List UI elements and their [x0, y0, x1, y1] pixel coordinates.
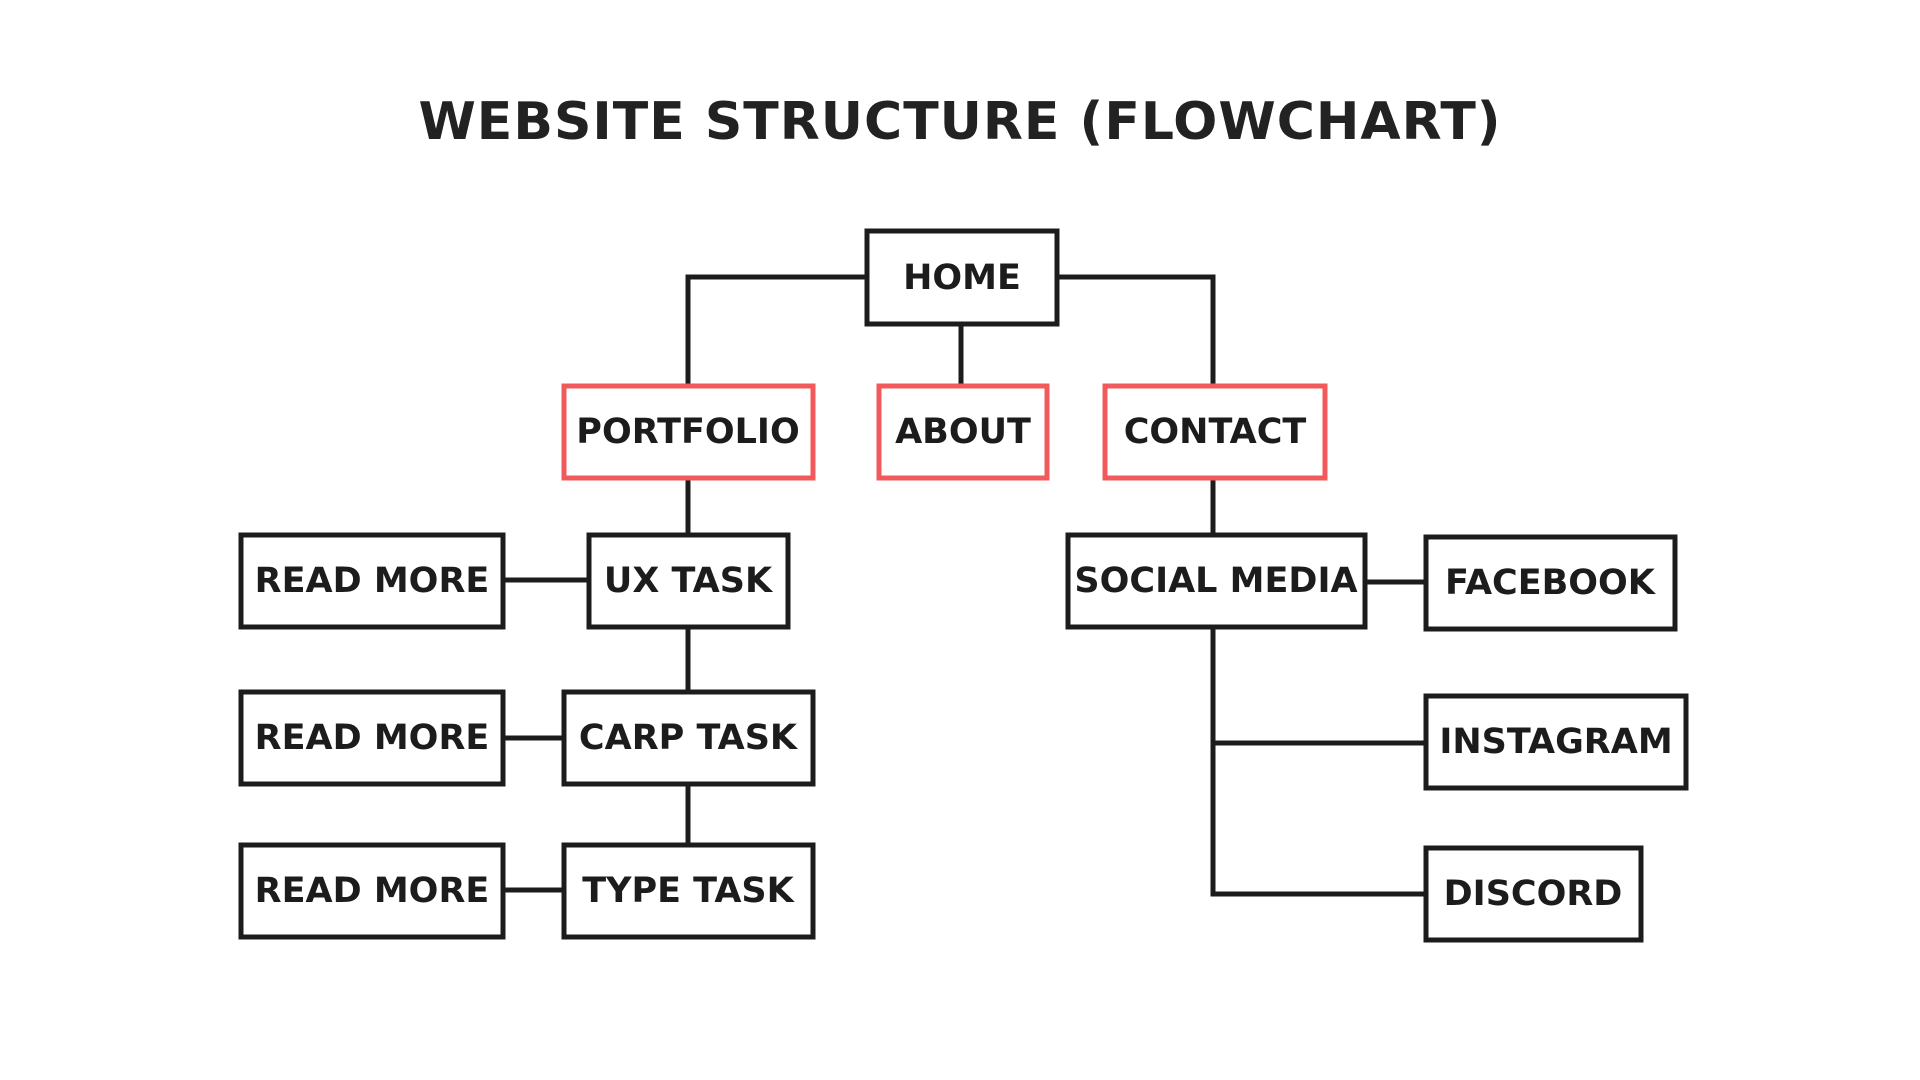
node-instagram: INSTAGRAM	[1423, 693, 1689, 791]
node-ux-task: UX TASK	[586, 532, 791, 630]
node-about-box	[876, 383, 1050, 481]
node-portfolio-label: PORTFOLIO	[576, 412, 799, 452]
node-read-more-carp: READ MORE	[238, 689, 506, 787]
connector-home-portfolio	[685, 274, 869, 385]
node-type-task-box	[561, 842, 816, 940]
connector-home-contact	[1055, 274, 1216, 385]
node-read-more-ux-box	[238, 532, 506, 630]
node-type-task-label: TYPE TASK	[582, 871, 795, 911]
node-read-more-type: READ MORE	[238, 842, 506, 940]
node-carp-task-box	[561, 689, 816, 787]
node-instagram-label: INSTAGRAM	[1439, 722, 1672, 762]
node-contact: CONTACT	[1102, 383, 1328, 481]
node-read-more-ux: READ MORE	[238, 532, 506, 630]
node-facebook-label: FACEBOOK	[1445, 563, 1657, 603]
node-read-more-ux-label: READ MORE	[255, 561, 490, 601]
node-read-more-carp-box	[238, 689, 506, 787]
node-read-more-type-label: READ MORE	[255, 871, 490, 911]
node-facebook: FACEBOOK	[1423, 534, 1678, 632]
node-ux-task-label: UX TASK	[604, 561, 774, 601]
node-carp-task-label: CARP TASK	[579, 718, 799, 758]
node-read-more-carp-label: READ MORE	[255, 718, 490, 758]
node-discord: DISCORD	[1423, 845, 1644, 943]
node-portfolio-box	[561, 383, 816, 481]
node-about-label: ABOUT	[895, 412, 1031, 452]
node-contact-box	[1102, 383, 1328, 481]
node-social-media-box	[1065, 532, 1368, 630]
diagram-title: WEBSITE STRUCTURE (FLOWCHART)	[418, 92, 1502, 152]
node-portfolio: PORTFOLIO	[561, 383, 816, 481]
node-type-task: TYPE TASK	[561, 842, 816, 940]
node-social-media-label: SOCIAL MEDIA	[1074, 561, 1357, 601]
node-about: ABOUT	[876, 383, 1050, 481]
connectors	[503, 274, 1426, 897]
node-discord-box	[1423, 845, 1644, 943]
node-home: HOME	[864, 228, 1060, 327]
node-social-media: SOCIAL MEDIA	[1065, 532, 1368, 630]
connector-social-discord	[1210, 626, 1426, 897]
node-ux-task-box	[586, 532, 791, 630]
node-discord-label: DISCORD	[1444, 874, 1623, 914]
node-facebook-box	[1423, 534, 1678, 632]
node-instagram-box	[1423, 693, 1689, 791]
node-carp-task: CARP TASK	[561, 689, 816, 787]
node-home-box	[864, 228, 1060, 327]
node-read-more-type-box	[238, 842, 506, 940]
node-home-label: HOME	[903, 258, 1021, 298]
node-contact-label: CONTACT	[1124, 412, 1307, 452]
